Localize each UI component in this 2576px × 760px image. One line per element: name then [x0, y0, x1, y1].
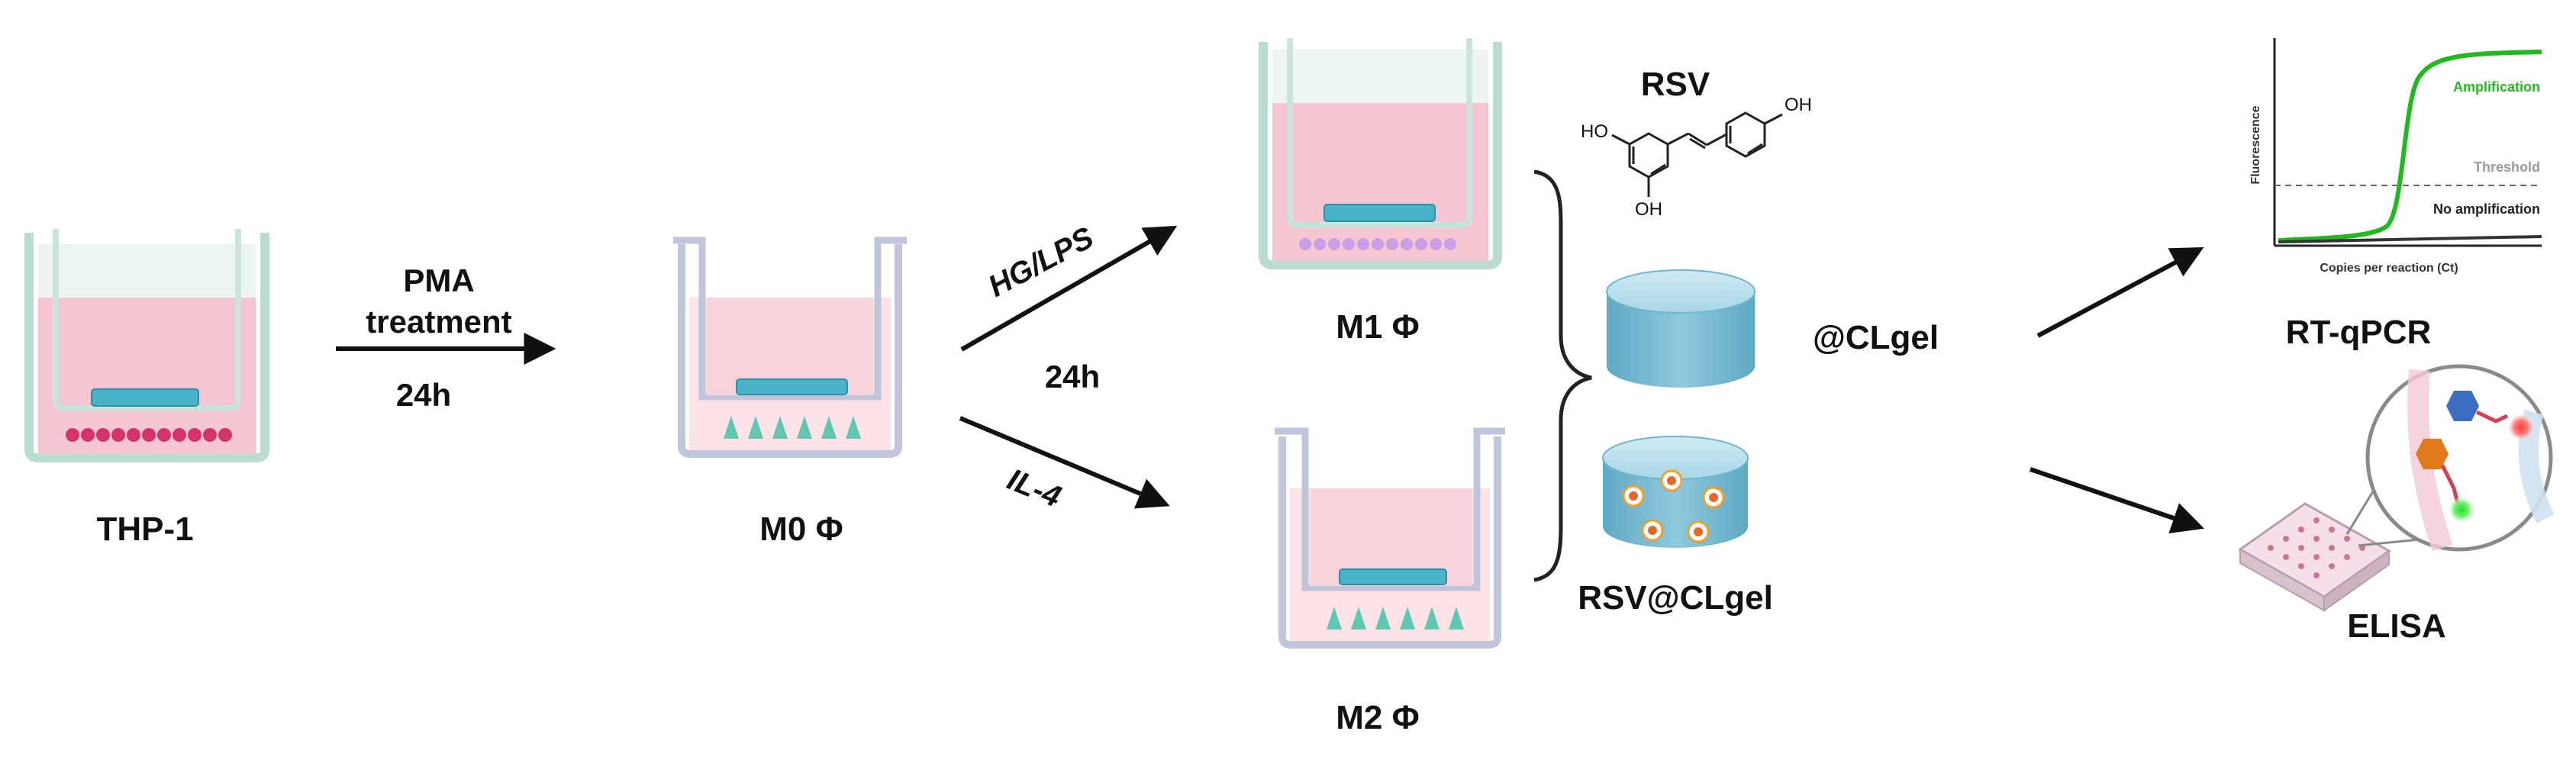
pma-time-label: 24h	[396, 377, 451, 413]
rsv-clgel-label: RSV@CLgel	[1578, 579, 1773, 617]
ho-left-label: HO	[1581, 121, 1608, 142]
clgel-label: @CLgel	[1813, 319, 1939, 356]
elisa-label: ELISA	[2347, 607, 2446, 645]
il4-arrow	[959, 416, 1170, 509]
hglps-arrow	[960, 225, 1178, 352]
qpcr-no-amplification-line	[2278, 235, 2542, 243]
oh-bottom-label: OH	[1635, 199, 1662, 220]
antigen-orange-icon	[2416, 439, 2449, 469]
qpcr-no-amplification-label: No amplification	[2433, 201, 2540, 217]
m2-label: M2 Φ	[1336, 699, 1419, 736]
m1-well	[1259, 38, 1502, 269]
rsv-molecule	[1611, 111, 1783, 197]
m1-cells	[1299, 238, 1456, 250]
qpcr-amplification-curve	[2278, 50, 2542, 243]
elisa-wells	[2268, 517, 2365, 578]
antigen-blue-icon	[2446, 391, 2479, 421]
qpcr-chart	[2273, 38, 2542, 247]
to-rtqpcr-arrow	[2036, 247, 2204, 338]
thp1-well	[24, 229, 269, 462]
m1-label: M1 Φ	[1336, 308, 1419, 346]
rtqpcr-label: RT-qPCR	[2286, 314, 2432, 351]
qpcr-amplification-label: Amplification	[2453, 79, 2540, 95]
clgel-disk	[1606, 269, 1755, 388]
m2-well	[1275, 427, 1505, 649]
rsv-clgel-disk	[1602, 436, 1749, 548]
rsv-particles	[1622, 469, 1725, 543]
hglps-label: HG/LPS	[983, 221, 1099, 304]
signal-red-icon	[2509, 415, 2533, 440]
thp1-label: THP-1	[96, 510, 193, 548]
time-24h-label: 24h	[1045, 359, 1100, 394]
m0-well	[673, 237, 907, 458]
m2-cells	[1327, 607, 1464, 630]
pma-label-line2: treatment	[366, 304, 511, 340]
to-elisa-arrow	[2030, 467, 2204, 534]
thp1-cells	[66, 428, 232, 442]
elisa-illustration	[2238, 364, 2555, 612]
qpcr-xlabel: Copies per reaction (Ct)	[2320, 262, 2458, 275]
signal-green-icon	[2449, 498, 2474, 522]
oh-right-label: OH	[1785, 95, 1812, 115]
m0-cells	[724, 416, 861, 439]
qpcr-ylabel: Fluorescence	[2249, 105, 2262, 184]
pma-label-line1: PMA	[403, 262, 474, 298]
qpcr-threshold-label: Threshold	[2474, 159, 2540, 175]
m0-label: M0 Φ	[759, 510, 843, 548]
il4-label: IL-4	[1003, 462, 1066, 514]
rsv-label: RSV	[1641, 66, 1710, 103]
grouping-brace	[1533, 169, 1592, 582]
